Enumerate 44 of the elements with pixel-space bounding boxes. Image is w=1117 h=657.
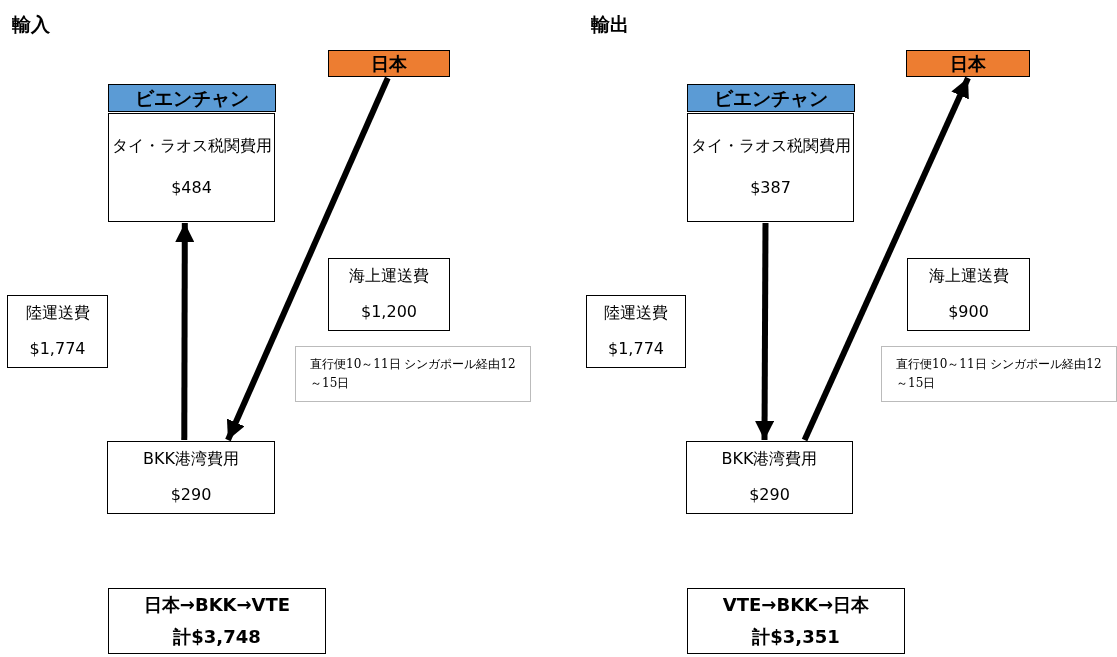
note-text: 直行便10～11日 シンガポール経由12～15日 — [896, 355, 1102, 392]
node-label: タイ・ラオス税関費用 — [111, 135, 272, 157]
cost-value: $387 — [750, 178, 791, 200]
cost-value: $1,774 — [29, 338, 86, 360]
total-box — [108, 588, 326, 654]
arrow — [175, 223, 195, 440]
cost-value: $1,200 — [361, 301, 417, 323]
arrow — [801, 76, 971, 442]
node-label: VTE→BKK→日本 — [722, 593, 870, 617]
cost-box — [7, 295, 108, 368]
location-box — [906, 50, 1030, 77]
cost-value: $290 — [749, 484, 790, 506]
cost-value: $900 — [948, 301, 989, 323]
header-label: ビエンチャン — [686, 84, 855, 112]
node-label: 日本→BKK→VTE — [143, 593, 291, 617]
cost-box — [907, 258, 1030, 331]
cost-value: 計$3,351 — [752, 625, 840, 649]
header-label: ビエンチャン — [107, 84, 276, 112]
arrow — [225, 76, 391, 442]
cost-box — [107, 441, 275, 514]
node-label: 海上運送費 — [349, 266, 429, 288]
note-box — [881, 346, 1117, 402]
cost-box — [686, 441, 853, 514]
cost-value: $1,774 — [608, 338, 664, 360]
node-label: 海上運送費 — [928, 266, 1009, 288]
node-label: BKK港湾費用 — [721, 449, 818, 471]
note-box — [295, 346, 531, 402]
cost-value: 計$3,748 — [173, 625, 261, 649]
section-title: 輸出 — [591, 12, 629, 37]
node-label: 陸運送費 — [25, 303, 90, 325]
node-label: タイ・ラオス税関費用 — [690, 135, 851, 157]
cost-box — [586, 295, 686, 368]
total-box — [687, 588, 905, 654]
node-label: 日本 — [950, 51, 986, 76]
cost-box — [328, 258, 450, 331]
note-text: 直行便10～11日 シンガポール経由12～15日 — [310, 355, 516, 392]
node-label: 日本 — [371, 51, 407, 76]
section-title: 輸入 — [12, 12, 50, 37]
cost-value: $484 — [171, 178, 212, 200]
location-box — [328, 50, 450, 77]
node-label: 陸運送費 — [604, 303, 668, 325]
cost-value: $290 — [170, 484, 212, 506]
node-label: BKK港湾費用 — [143, 449, 239, 471]
arrow — [755, 223, 775, 440]
